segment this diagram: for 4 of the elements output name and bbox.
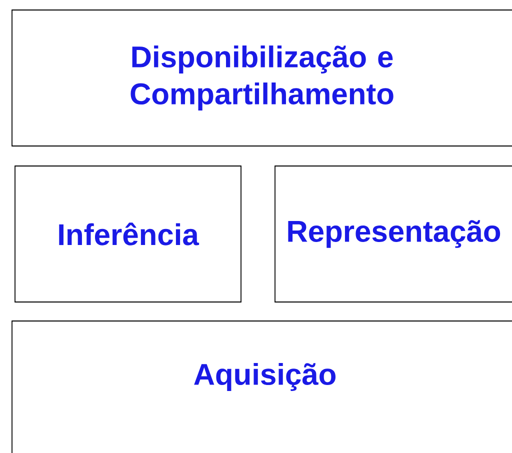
box-label: Aquisição (194, 363, 336, 391)
box-label: Inferência (59, 222, 200, 246)
box-label: Disponibilização e Compartilhamento (130, 46, 394, 110)
box-label: Representação (288, 220, 500, 248)
